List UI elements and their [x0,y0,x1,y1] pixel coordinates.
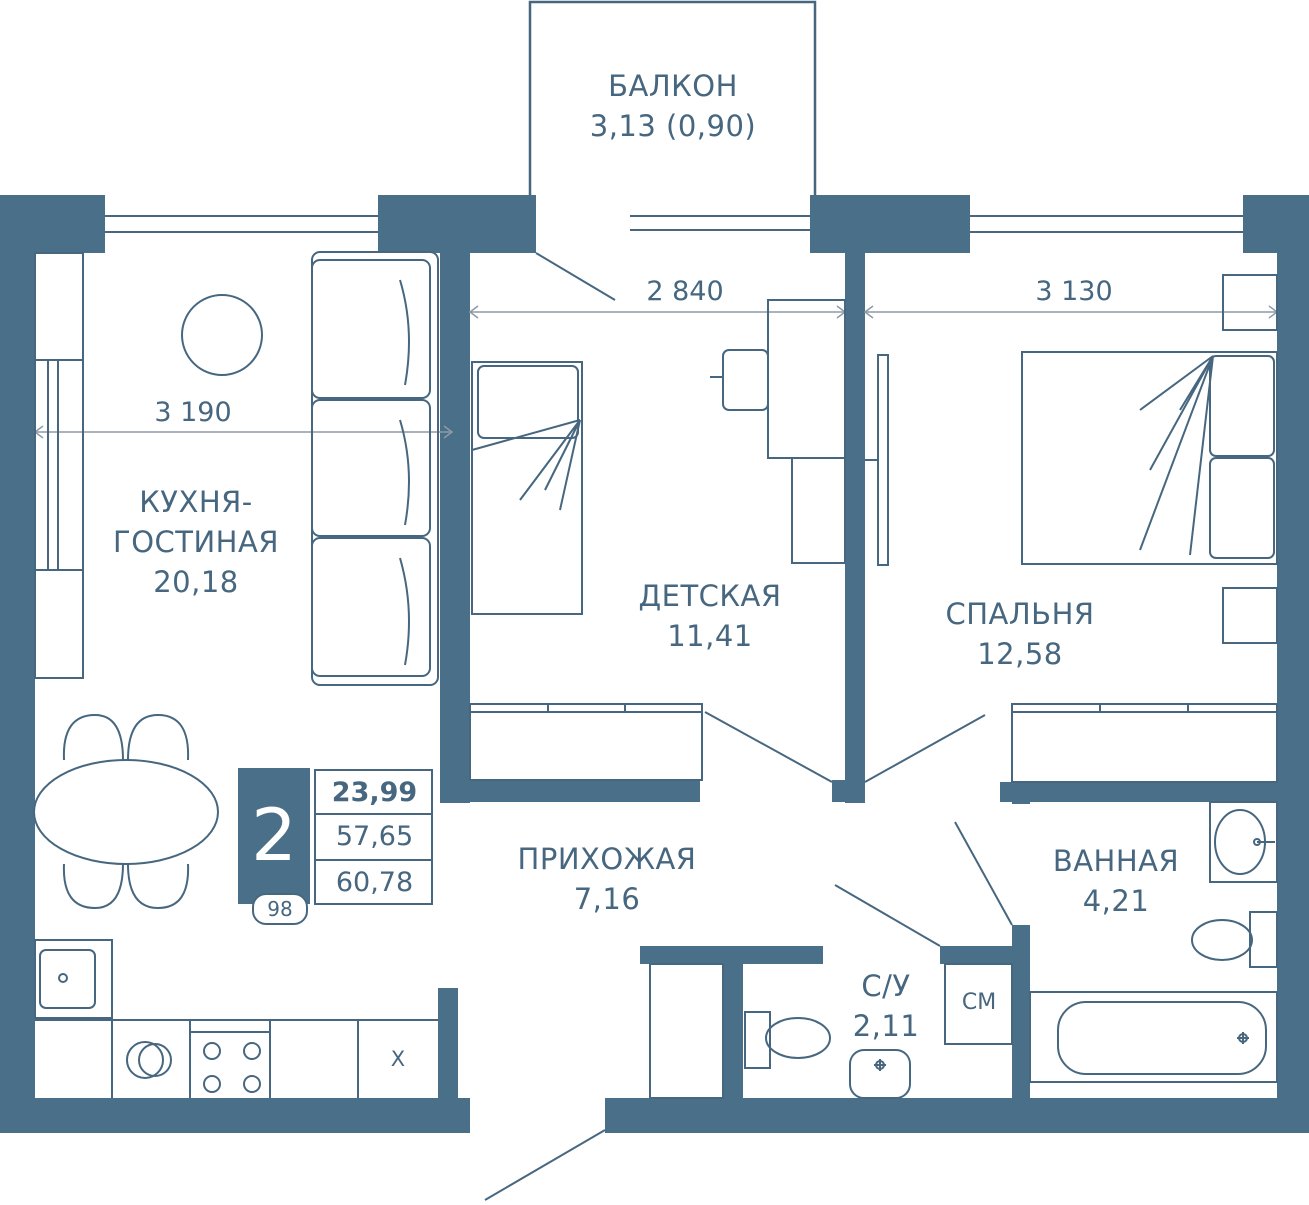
room-kitchen: КУХНЯ- ГОСТИНАЯ 20,18 [113,482,279,602]
rooms-count: 2 [251,793,297,877]
room-kids-name: ДЕТСКАЯ [638,579,782,613]
total-area-with-balcony: 60,78 [335,867,414,898]
room-wc: С/У 2,11 [853,966,920,1046]
room-balcony: БАЛКОН 3,13 (0,90) [590,66,757,146]
room-kids: ДЕТСКАЯ 11,41 [638,576,781,656]
total-area: 57,65 [335,821,414,852]
room-kids-area: 11,41 [667,619,753,653]
dimension-bedroom-width: 3 130 [1031,277,1117,307]
fridge-label: Х [390,1047,406,1071]
living-area: 23,99 [331,777,418,808]
room-wc-area: 2,11 [852,1009,920,1043]
furniture [33,251,1278,1099]
room-bedroom-name: СПАЛЬНЯ [945,597,1095,631]
windows [105,215,1243,233]
room-kitchen-name-2: ГОСТИНАЯ [113,525,279,559]
dimension-kitchen-width: 3 190 [154,397,232,428]
room-hall: ПРИХОЖАЯ 7,16 [518,839,697,919]
room-bathroom-name: ВАННАЯ [1052,844,1180,878]
room-bathroom-area: 4,21 [1082,884,1150,918]
room-bedroom-area: 12,58 [977,637,1063,671]
washing-machine-label: СМ [961,990,997,1015]
apartment-number: 98 [252,893,308,925]
door-swings [484,252,1013,1201]
dimension-lines [33,305,1279,439]
room-hall-area: 7,16 [573,882,641,916]
summary-box [238,768,433,905]
room-wc-name: С/У [861,969,911,1003]
walls [0,195,1309,1133]
room-bedroom: СПАЛЬНЯ 12,58 [945,594,1094,674]
room-hall-name: ПРИХОЖАЯ [517,842,697,876]
room-balcony-name: БАЛКОН [608,69,738,103]
area-summary: 23,99 57,65 60,78 [317,770,432,904]
room-balcony-area: 3,13 (0,90) [589,109,757,143]
room-bathroom: ВАННАЯ 4,21 [1053,841,1179,921]
room-kitchen-name-1: КУХНЯ- [139,485,253,519]
dimension-kids-width: 2 840 [642,277,728,307]
balcony-outline [528,0,817,195]
room-kitchen-area: 20,18 [153,565,239,599]
